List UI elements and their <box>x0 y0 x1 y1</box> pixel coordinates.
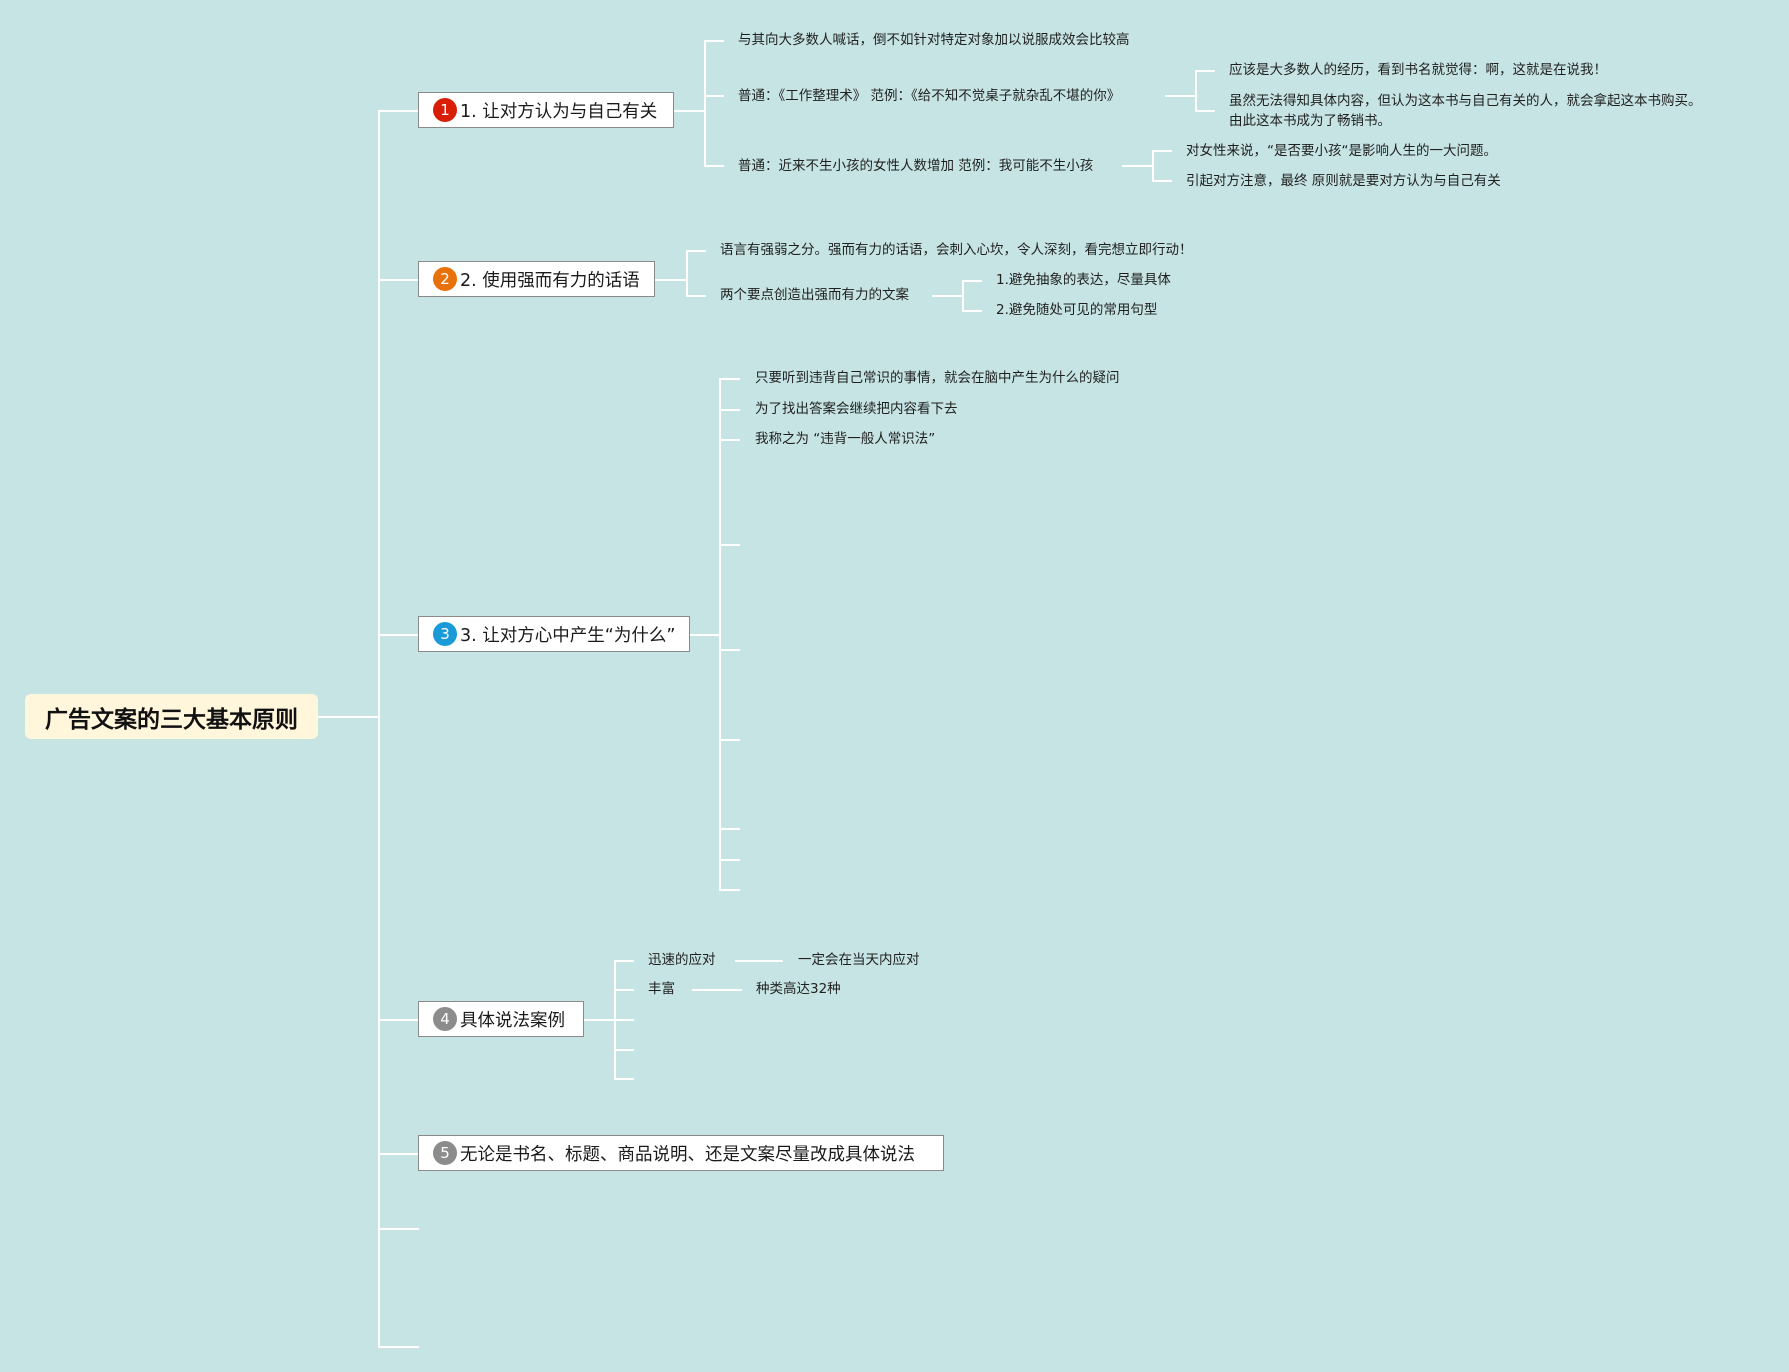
empty-branch-stub <box>614 1049 634 1051</box>
priority-2-icon: 2 <box>433 267 457 291</box>
empty-branch-stub <box>614 1019 634 1021</box>
subtopic[interactable]: 语言有强弱之分。强而有力的话语，会刺入心坎，令人深刻，看完想立即行动！ <box>720 242 1193 258</box>
connector <box>378 634 419 636</box>
subtopic[interactable]: 应该是大多数人的经历，看到书名就觉得：啊，这就是在说我！ <box>1229 62 1607 78</box>
connector <box>614 989 634 991</box>
subtopic-continuation[interactable]: 由此这本书成为了畅销书。 <box>1229 113 1391 129</box>
subtopic[interactable]: 只要听到违背自己常识的事情，就会在脑中产生为什么的疑问 <box>755 370 1120 386</box>
connector <box>1152 150 1172 152</box>
topic-label: 2. 使用强而有力的话语 <box>460 270 640 291</box>
connector <box>686 295 706 297</box>
connector <box>719 378 721 891</box>
empty-branch-stub <box>614 1078 634 1080</box>
connector <box>686 250 706 252</box>
connector <box>614 960 634 962</box>
connector <box>719 409 740 411</box>
subtopic[interactable]: 普通：《工作整理术》 范例：《给不知不觉桌子就杂乱不堪的你》 <box>738 88 1121 104</box>
subtopic[interactable]: 虽然无法得知具体内容，但认为这本书与自己有关的人，就会拿起这本书购买。 <box>1229 93 1702 109</box>
connector <box>378 1153 419 1155</box>
connector <box>704 165 724 167</box>
connector <box>1165 95 1197 97</box>
subtopic[interactable]: 1.避免抽象的表达，尽量具体 <box>996 272 1171 288</box>
connector <box>1195 70 1197 112</box>
subtopic[interactable]: 一定会在当天内应对 <box>798 952 920 968</box>
topic-label: 具体说法案例 <box>460 1010 565 1031</box>
connector <box>690 634 721 636</box>
priority-1-icon: 1 <box>433 98 457 122</box>
empty-branch-stub <box>719 649 740 651</box>
connector <box>704 40 706 167</box>
subtopic[interactable]: 迅速的应对 <box>648 952 716 968</box>
connector <box>962 280 964 312</box>
topic-2[interactable]: 2 2. 使用强而有力的话语 <box>418 261 655 297</box>
empty-branch-stub <box>378 1228 419 1230</box>
subtopic[interactable]: 种类高达32种 <box>756 981 841 997</box>
topic-5[interactable]: 5 无论是书名、标题、商品说明、还是文案尽量改成具体说法 <box>418 1135 944 1171</box>
topic-1[interactable]: 1 1. 让对方认为与自己有关 <box>418 92 674 128</box>
connector <box>378 1019 419 1021</box>
connector <box>962 280 982 282</box>
empty-branch-stub <box>719 828 740 830</box>
connector <box>962 310 982 312</box>
subtopic[interactable]: 引起对方注意，最终 原则就是要对方认为与自己有关 <box>1186 173 1501 189</box>
subtopic[interactable]: 两个要点创造出强而有力的文案 <box>720 287 909 303</box>
connector <box>378 110 419 112</box>
connector <box>704 40 724 42</box>
root-topic[interactable]: 广告文案的三大基本原则 <box>25 694 318 739</box>
connector <box>674 110 706 112</box>
connector <box>692 989 742 991</box>
empty-branch-stub <box>719 544 740 546</box>
topic-label: 1. 让对方认为与自己有关 <box>460 101 658 122</box>
subtopic[interactable]: 与其向大多数人喊话，倒不如针对特定对象加以说服成效会比较高 <box>738 32 1130 48</box>
connector <box>1122 165 1154 167</box>
connector <box>655 279 688 281</box>
priority-3-icon: 3 <box>433 622 457 646</box>
subtopic[interactable]: 为了找出答案会继续把内容看下去 <box>755 401 958 417</box>
connector <box>719 439 740 441</box>
connector <box>1152 180 1172 182</box>
connector <box>1195 110 1215 112</box>
topic-4[interactable]: 4 具体说法案例 <box>418 1001 584 1037</box>
topic-label: 3. 让对方心中产生“为什么” <box>460 625 676 646</box>
connector <box>735 960 783 962</box>
root-title: 广告文案的三大基本原则 <box>45 706 298 733</box>
topic-3[interactable]: 3 3. 让对方心中产生“为什么” <box>418 616 690 652</box>
connector <box>1195 70 1215 72</box>
topic-label: 无论是书名、标题、商品说明、还是文案尽量改成具体说法 <box>460 1144 915 1165</box>
empty-branch-stub <box>719 859 740 861</box>
subtopic[interactable]: 普通：近来不生小孩的女性人数增加 范例：我可能不生小孩 <box>738 158 1094 174</box>
subtopic[interactable]: 对女性来说，“是否要小孩“是影响人生的一大问题。 <box>1186 143 1497 159</box>
subtopic[interactable]: 丰富 <box>648 981 675 997</box>
trunk-connector <box>378 110 380 1348</box>
connector <box>719 378 740 380</box>
connector <box>686 250 688 297</box>
connector <box>704 95 724 97</box>
connector <box>1152 150 1154 182</box>
connector <box>932 295 964 297</box>
priority-5-icon: 5 <box>433 1141 457 1165</box>
priority-4-icon: 4 <box>433 1007 457 1031</box>
empty-branch-stub <box>719 889 740 891</box>
empty-branch-stub <box>719 739 740 741</box>
connector <box>584 1019 616 1021</box>
subtopic[interactable]: 2.避免随处可见的常用句型 <box>996 302 1158 318</box>
connector <box>318 716 380 718</box>
subtopic[interactable]: 我称之为 “违背一般人常识法” <box>755 431 936 447</box>
empty-branch-stub <box>378 1346 419 1348</box>
connector <box>378 279 419 281</box>
